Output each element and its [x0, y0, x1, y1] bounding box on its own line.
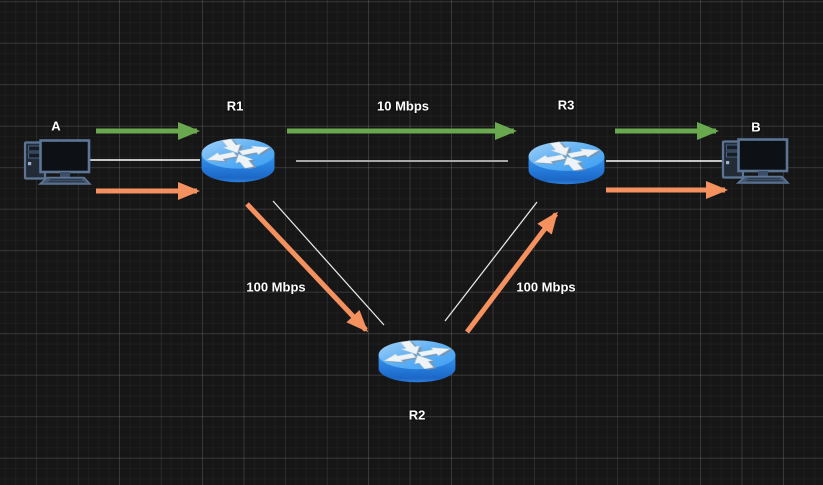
flow-arrow-orange-r2-r3[interactable]	[465, 211, 558, 334]
link-label-r1-r3: 10 Mbps	[376, 98, 430, 114]
node-label-r1: R1	[226, 98, 244, 114]
workstation-a-icon[interactable]	[23, 139, 92, 186]
node-label-b: B	[751, 119, 761, 135]
link-label-r2-r3: 100 Mbps	[516, 279, 576, 295]
router-r1-icon[interactable]	[195, 132, 284, 183]
workstation-b-icon[interactable]	[721, 138, 790, 185]
router-r3-icon[interactable]	[522, 135, 614, 185]
link-line-r2-r3[interactable]	[444, 201, 538, 322]
link-line-r1-r2[interactable]	[272, 200, 385, 326]
router-r2-icon[interactable]	[371, 334, 466, 383]
node-label-r2: R2	[408, 407, 426, 423]
link-label-r1-r2: 100 Mbps	[246, 279, 306, 295]
flow-arrow-orange-r1-r2[interactable]	[245, 202, 369, 333]
node-label-a: A	[51, 118, 61, 134]
node-label-r3: R3	[557, 97, 575, 113]
